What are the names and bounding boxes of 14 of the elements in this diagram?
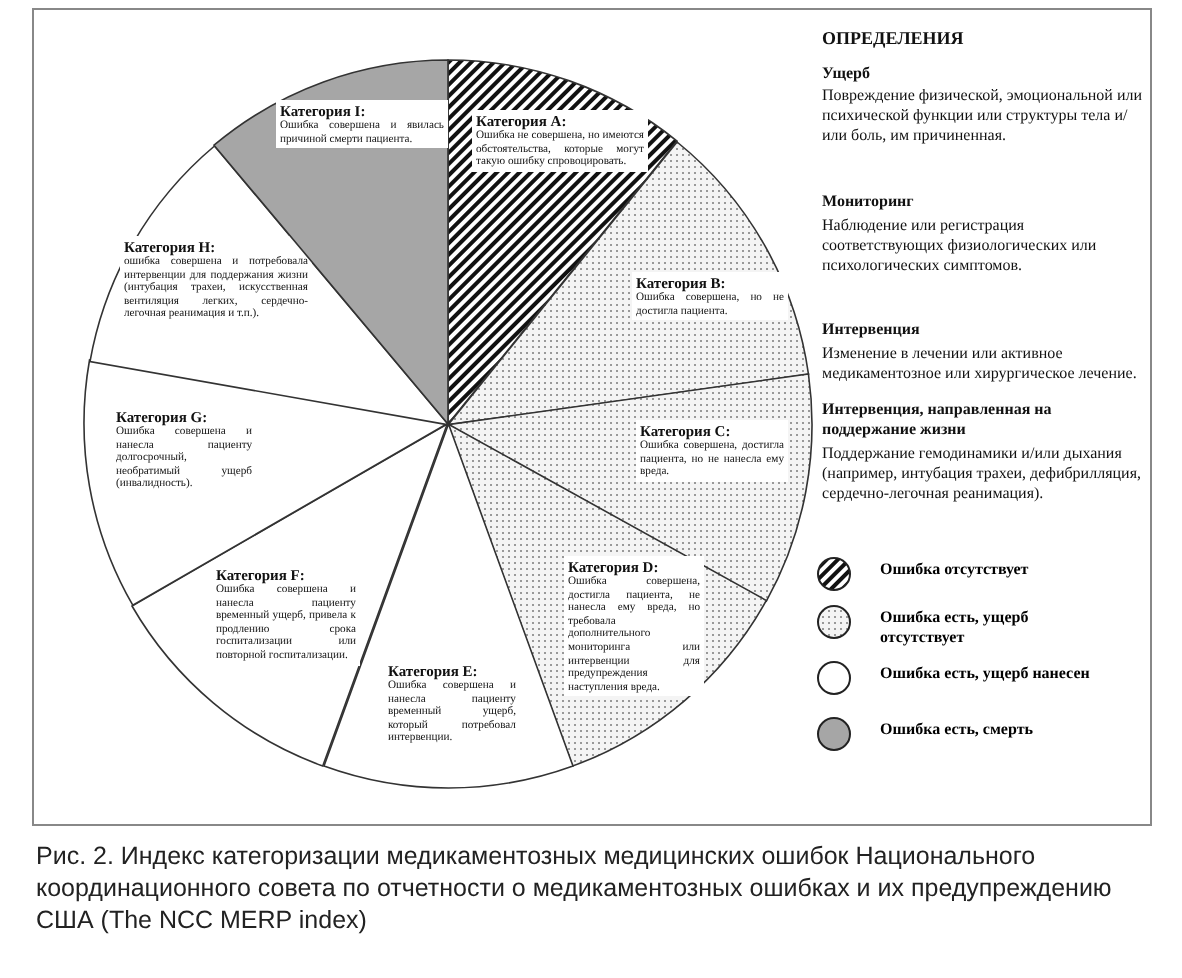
legend-label: Ошибка есть, ущерб отсутствует <box>880 608 1031 648</box>
definition-text: Изменение в лечении или активное медикаментозное или хирургическое лечение. <box>822 344 1139 384</box>
term-heading: Ущерб <box>822 64 872 84</box>
term-heading: Интервенция, направленная на поддержание жизни <box>822 400 1054 440</box>
legend-label: Ошибка есть, ущерб нанесен <box>880 664 1092 684</box>
legend-label: Ошибка есть, смерть <box>880 720 1035 740</box>
term-heading: Мониторинг <box>822 192 916 212</box>
definition-text: Повреждение физической, эмоциональной или психической функции или структуры тела и/или боль, им причиненная. <box>822 86 1142 146</box>
legend-label: Ошибка отсутствует <box>880 560 1031 580</box>
term-heading: Интервенция <box>822 320 922 340</box>
section-heading: ОПРЕДЕЛЕНИЯ <box>822 28 966 48</box>
definition-text: Поддержание гемодинамики и/или дыхания (например, интубация трахеи, дефибрилляция, сердечно-легочная реанимация). <box>822 444 1142 504</box>
definition-text: Наблюдение или регистрация соответствующих физиологических или психологических симптомов. <box>822 216 1099 276</box>
figure-caption: Рис. 2. Индекс категоризации медикаментозных медицинских ошибок Национального координационного совета по отчетности о медикаментозных ошибках и их предупреждению США (The NCC MERP index) <box>36 840 1114 936</box>
